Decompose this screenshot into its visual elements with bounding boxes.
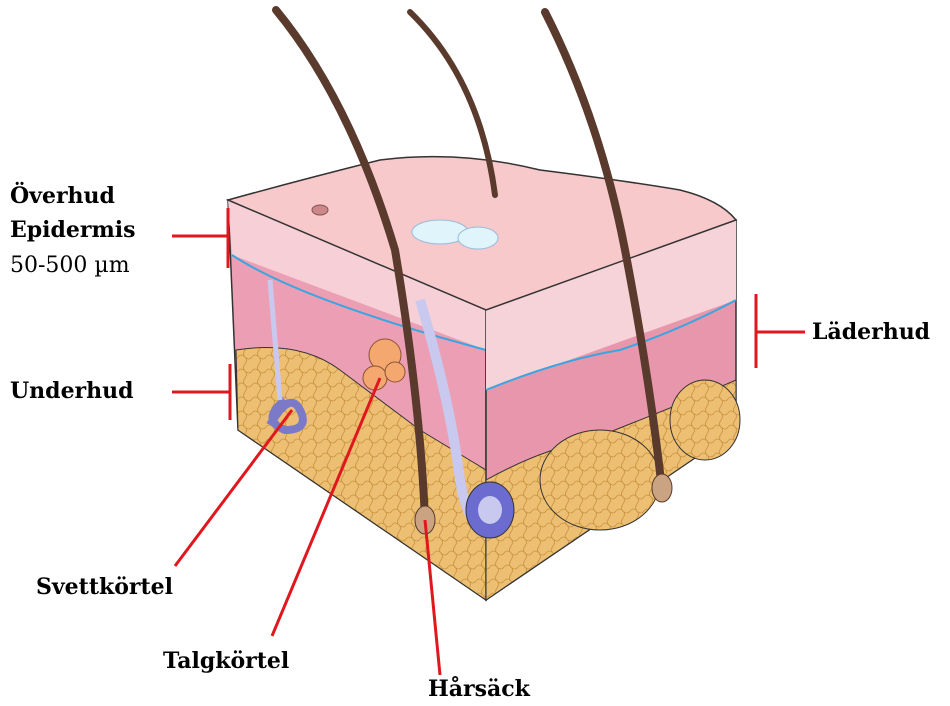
label-sweat-gland: Svettkörtel (36, 574, 173, 600)
label-hair-follicle: Hårsäck (428, 676, 530, 702)
label-epidermis-la: Epidermis (10, 217, 136, 243)
label-dermis: Läderhud (812, 319, 930, 345)
label-hypodermis: Underhud (10, 378, 134, 404)
label-sebaceous-gland: Talgkörtel (163, 648, 289, 674)
label-epidermis-thickness: 50-500 µm (10, 253, 130, 279)
label-epidermis-sv: Överhud (10, 183, 115, 209)
